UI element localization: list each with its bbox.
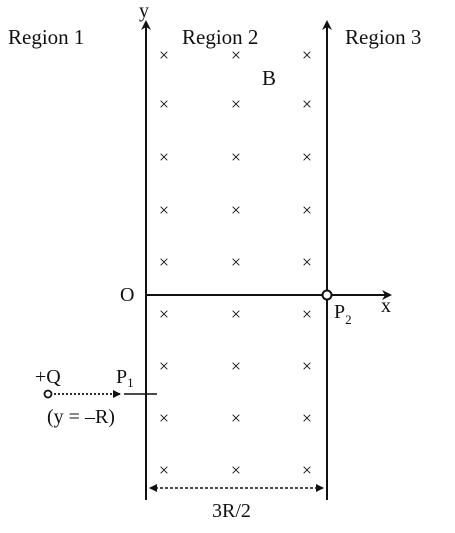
field-cross: ×: [231, 147, 241, 167]
field-cross: ×: [159, 304, 169, 324]
region-3-label: Region 3: [345, 25, 421, 49]
p2-subscript: 2: [345, 312, 352, 327]
region-1-label: Region 1: [8, 25, 84, 49]
field-cross: ×: [159, 408, 169, 428]
field-cross: ×: [231, 94, 241, 114]
field-cross: ×: [302, 356, 312, 376]
charge-dot: [43, 389, 53, 399]
field-cross: ×: [231, 408, 241, 428]
field-cross: ×: [302, 200, 312, 220]
field-cross: ×: [302, 408, 312, 428]
field-cross: ×: [159, 45, 169, 65]
field-cross: ×: [302, 147, 312, 167]
x-axis-label: x: [381, 295, 391, 317]
field-cross: ×: [302, 94, 312, 114]
field-cross: ×: [231, 304, 241, 324]
field-cross: ×: [159, 252, 169, 272]
origin-label: O: [120, 284, 134, 306]
charge-position-label: (y = –R): [47, 406, 115, 428]
region-2-label: Region 2: [182, 25, 258, 49]
field-cross: ×: [159, 200, 169, 220]
field-cross: ×: [159, 460, 169, 480]
p2-point: [321, 289, 333, 301]
p2-label: P2: [334, 301, 352, 327]
p1-label: P1: [116, 366, 134, 390]
y-axis-label: y: [139, 0, 149, 22]
width-label: 3R/2: [212, 500, 251, 522]
field-cross: ×: [231, 252, 241, 272]
p1-letter: P: [116, 366, 127, 388]
charge-label: +Q: [35, 366, 61, 388]
field-cross: ×: [231, 200, 241, 220]
field-cross: ×: [231, 460, 241, 480]
p2-letter: P: [334, 301, 345, 323]
field-cross: ×: [159, 147, 169, 167]
field-cross: ×: [302, 304, 312, 324]
field-cross: ×: [231, 356, 241, 376]
field-cross: ×: [302, 460, 312, 480]
field-cross: ×: [302, 252, 312, 272]
field-cross: ×: [159, 356, 169, 376]
field-crosses: × × × × × × × × × × × × × × × × × × × × × × × × × × ×: [159, 45, 312, 480]
field-cross: ×: [159, 94, 169, 114]
p1-subscript: 1: [127, 375, 134, 390]
field-label: B: [262, 66, 276, 90]
field-cross: ×: [231, 45, 241, 65]
field-cross: ×: [302, 45, 312, 65]
